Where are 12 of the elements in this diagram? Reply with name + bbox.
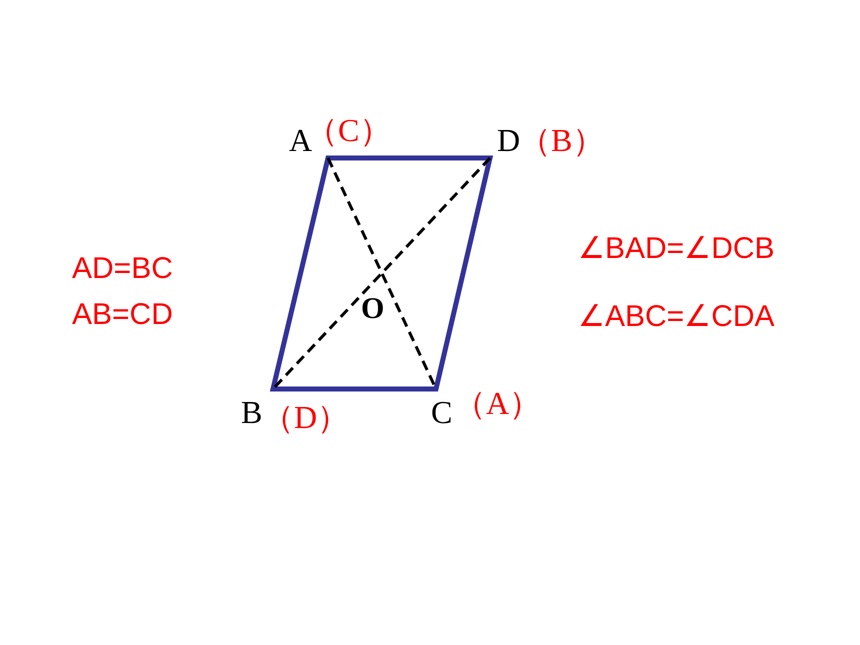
vertex-label: （B）: [519, 124, 604, 156]
vertex-label: A: [289, 124, 312, 156]
equation-text: AB=CD: [72, 300, 173, 330]
point-label: O: [361, 294, 384, 324]
equation-text: AD=BC: [72, 254, 173, 284]
vertex-label: B: [241, 396, 262, 428]
vertex-label: （D）: [262, 401, 350, 433]
vertex-label: （A）: [454, 387, 542, 419]
vertex-label: C: [431, 396, 452, 428]
vertex-label: D: [497, 124, 520, 156]
equation-text: ∠BAD=∠DCB: [578, 234, 775, 264]
equation-text: ∠ABC=∠CDA: [578, 302, 775, 332]
